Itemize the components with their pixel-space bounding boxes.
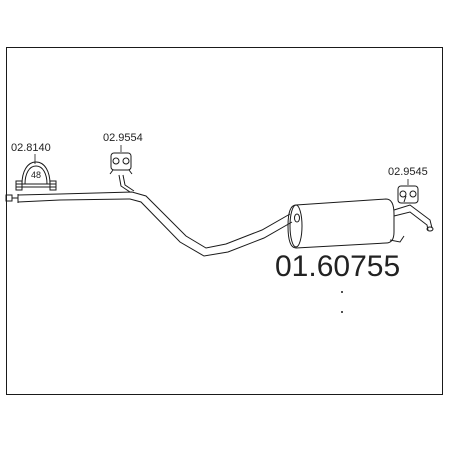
dot-mark [341, 311, 343, 313]
clamp-icon [15, 161, 57, 191]
clamp-part-number: 02.8140 [11, 142, 51, 154]
main-part-number: 01.60755 [275, 250, 400, 283]
hanger-front-icon [109, 152, 133, 175]
dot-mark [341, 291, 343, 293]
muffler [287, 198, 395, 249]
hanger-rear-icon [397, 185, 419, 204]
tail-pipe [389, 195, 434, 243]
exhaust-pipe [5, 174, 293, 257]
clamp-size-label: 48 [31, 170, 41, 180]
diagram-frame [6, 47, 443, 395]
hanger-front-part-number: 02.9554 [103, 132, 143, 144]
hanger-rear-part-number: 02.9545 [388, 166, 428, 178]
